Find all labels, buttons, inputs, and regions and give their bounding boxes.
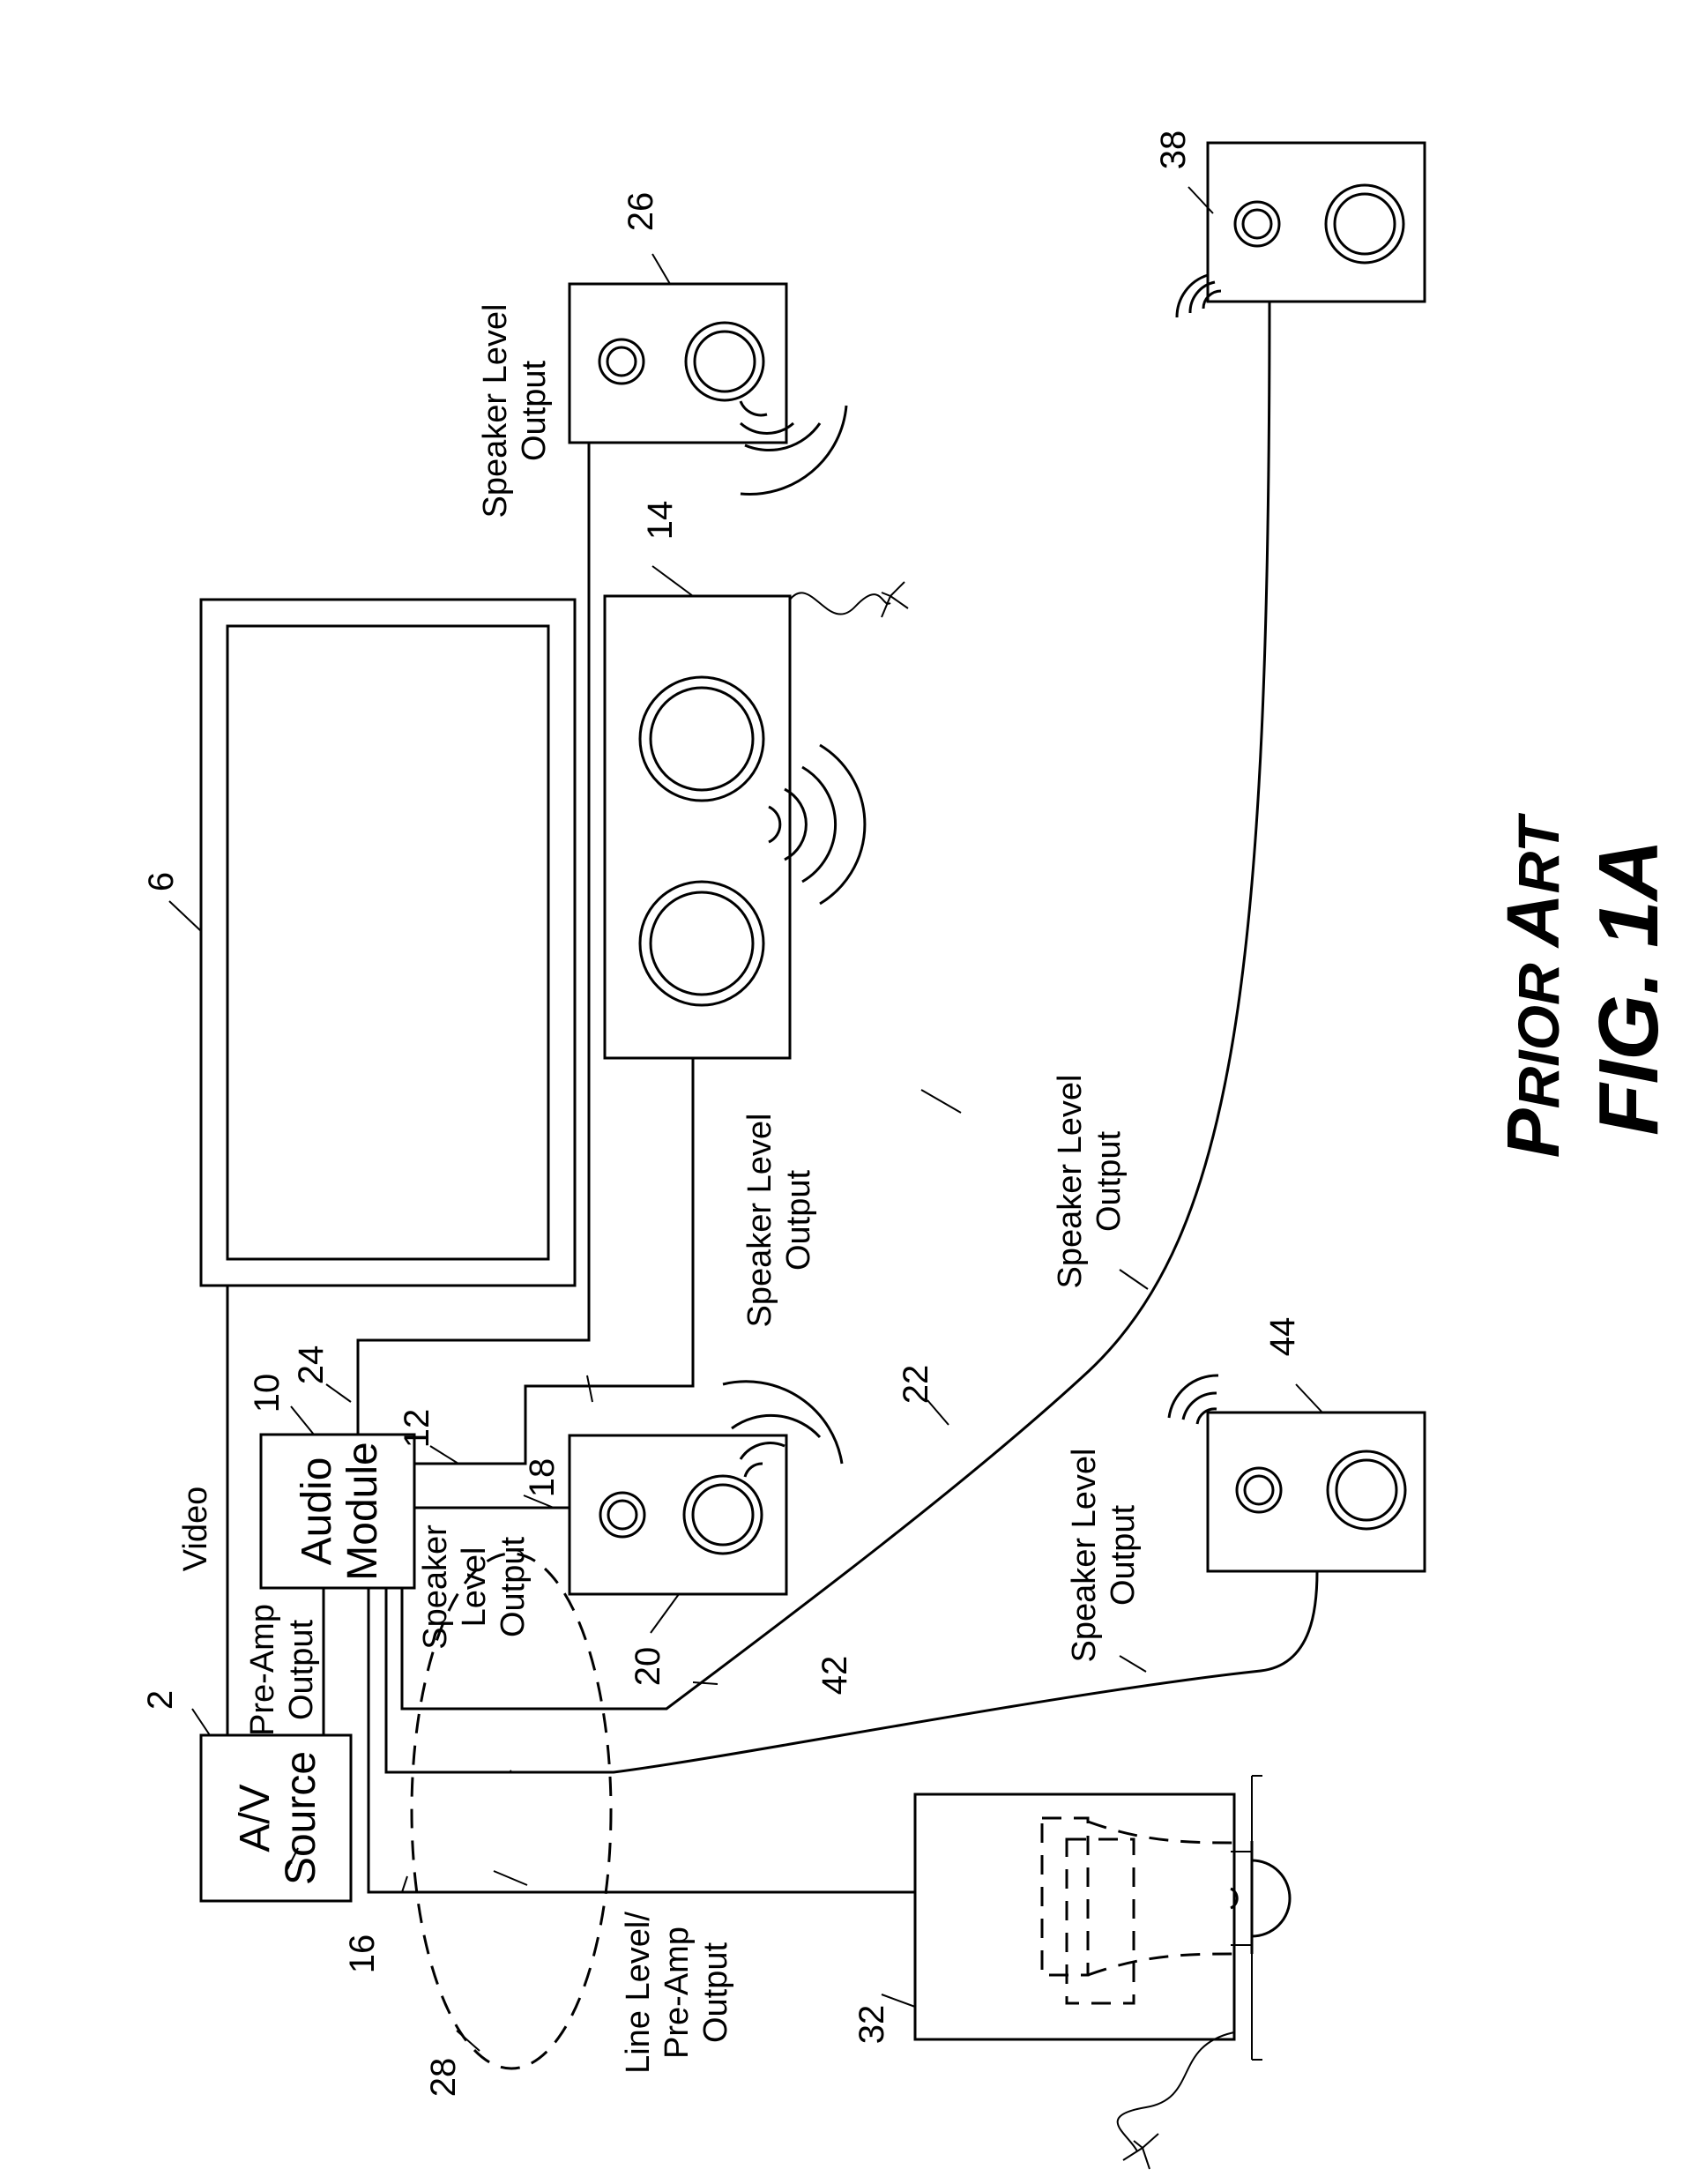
- speaker-out-20-label: Speaker Level Output: [417, 1524, 532, 1650]
- speaker-26: [568, 282, 848, 496]
- ref-14: 14: [641, 501, 680, 540]
- av-source-box: [199, 1733, 353, 1903]
- leader-lines: [168, 186, 1323, 2052]
- speaker-44: [1167, 1374, 1426, 1573]
- speaker-38: [1175, 141, 1426, 318]
- speaker-out-38-line2: Output: [1091, 1131, 1128, 1233]
- speaker-out-20-line3: Output: [495, 1537, 532, 1638]
- speaker-out-20-line1: Speaker: [417, 1524, 454, 1650]
- speaker-out-14-label: Speaker Level Output: [741, 1114, 817, 1328]
- ref-44: 44: [1263, 1317, 1302, 1357]
- ref-24: 24: [292, 1345, 331, 1385]
- av-source-label: A/V Source: [232, 1751, 324, 1885]
- ref-26: 26: [622, 192, 660, 232]
- speaker-out-38-label: Speaker Level Output: [1052, 1075, 1128, 1289]
- subwoofer-32: [913, 1775, 1292, 2170]
- av-source-line1: A/V: [232, 1784, 279, 1852]
- figure-number: FIG. 1A: [1582, 839, 1676, 1136]
- bundle-ellipse-28: [410, 1552, 613, 2070]
- speaker-out-44-line2: Output: [1105, 1505, 1142, 1606]
- audio-module-line2: Module: [339, 1442, 386, 1580]
- speaker-out-14-line1: Speaker Level: [741, 1114, 778, 1328]
- speaker-out-20-line2: Level: [456, 1547, 493, 1628]
- speaker-out-26-line2: Output: [516, 361, 553, 462]
- preamp-label: Pre-Amp Output: [244, 1604, 320, 1736]
- audio-module-line1: Audio: [294, 1457, 340, 1566]
- speaker-out-44-line1: Speaker Level: [1066, 1449, 1103, 1663]
- speaker-out-14-line2: Output: [780, 1170, 817, 1271]
- speaker-out-38-line1: Speaker Level: [1052, 1075, 1089, 1289]
- av-source-line2: Source: [278, 1751, 324, 1885]
- figure-title: PRIOR ART FIG. 1A: [1492, 813, 1676, 1159]
- audio-module-label: Audio Module: [294, 1442, 386, 1580]
- ref-32: 32: [852, 2005, 891, 2045]
- audio-module-box: [259, 1433, 416, 1590]
- ref-12: 12: [398, 1409, 436, 1449]
- preamp-line1: Pre-Amp: [244, 1604, 281, 1736]
- center-speaker-14: [603, 581, 909, 1060]
- video-label: Video: [177, 1487, 214, 1572]
- ref-38: 38: [1154, 130, 1193, 170]
- ref-42: 42: [815, 1656, 854, 1696]
- line-level-line2: Pre-Amp: [659, 1927, 696, 2059]
- line-level-line1: Line Level/: [620, 1912, 657, 2074]
- speaker-out-44-label: Speaker Level Output: [1066, 1449, 1142, 1663]
- ref-22: 22: [897, 1365, 935, 1405]
- speaker-out-26-label: Speaker Level Output: [477, 304, 553, 518]
- ref-6: 6: [142, 872, 181, 891]
- ref-10: 10: [248, 1374, 287, 1413]
- preamp-line2: Output: [283, 1620, 320, 1721]
- line-level-label: Line Level/ Pre-Amp Output: [620, 1912, 734, 2074]
- display-6: [199, 598, 577, 1287]
- ref-20: 20: [629, 1647, 667, 1687]
- wiring: [226, 301, 1319, 1894]
- ref-18: 18: [523, 1458, 562, 1498]
- ref-2: 2: [141, 1690, 180, 1710]
- ref-16: 16: [343, 1934, 382, 1974]
- speaker-out-26-line1: Speaker Level: [477, 304, 514, 518]
- prior-art-label: PRIOR ART: [1492, 813, 1575, 1159]
- ref-28: 28: [424, 2058, 463, 2098]
- line-level-line3: Output: [697, 1942, 734, 2044]
- speaker-20: [568, 1380, 844, 1596]
